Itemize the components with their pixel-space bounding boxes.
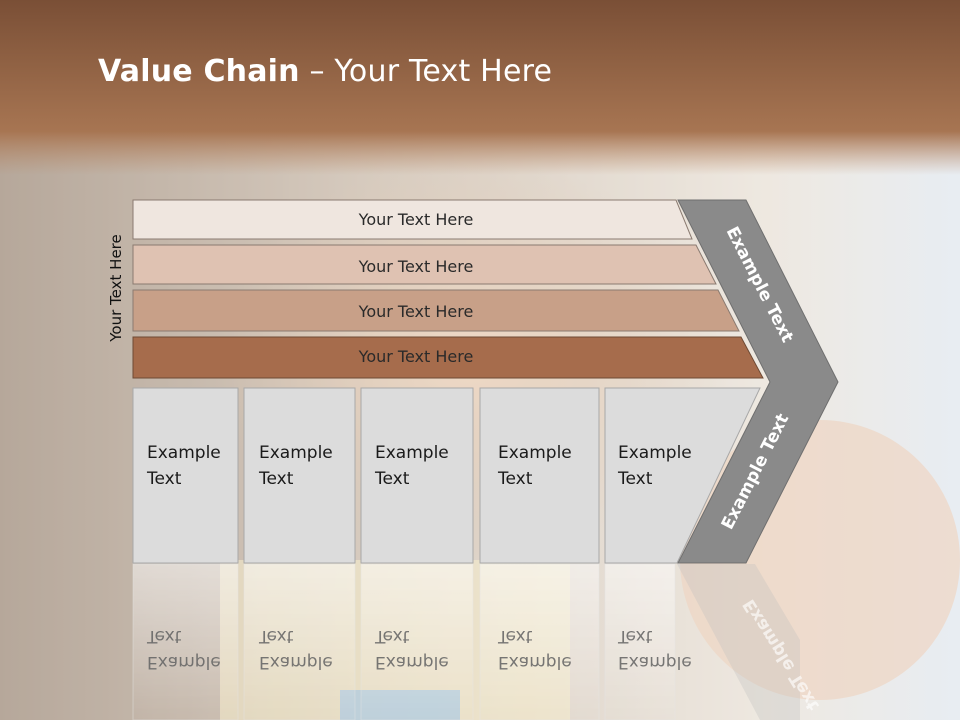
row-3-label: Your Text Here [358,302,474,321]
row-3: Your Text Here [132,289,740,332]
activity-box-5: Example Text [604,387,761,564]
refl-text-1b: Text [146,626,182,646]
row-4-label: Your Text Here [358,347,474,366]
box-4-line2: Text [497,469,533,489]
box-5-line2: Text [617,469,653,489]
row-2: Your Text Here [132,244,717,285]
refl-text-5b: Text [617,626,653,646]
box-4-line1: Example [498,443,572,463]
row-4: Your Text Here [132,336,764,379]
refl-text-4a: Example [498,652,572,672]
row-1: Your Text Here [132,199,693,240]
refl-text-3b: Text [374,626,410,646]
row-1-label: Your Text Here [358,210,474,229]
refl-text-4b: Text [497,626,533,646]
box-1-line1: Example [147,443,221,463]
box-3-line2: Text [374,469,410,489]
activity-box-3: Example Text [360,387,474,564]
title-rest: – Your Text Here [299,54,553,89]
reflection: Example Text Example Text Example Text E… [132,563,824,720]
refl-text-2b: Text [258,626,294,646]
refl-text-5a: Example [618,652,692,672]
refl-text-3a: Example [375,652,449,672]
row-2-label: Your Text Here [358,257,474,276]
box-3-line1: Example [375,443,449,463]
box-2-line1: Example [259,443,333,463]
box-5-line1: Example [618,443,692,463]
refl-text-1a: Example [147,652,221,672]
box-2-line2: Text [258,469,294,489]
refl-text-2a: Example [259,652,333,672]
box-1-line2: Text [146,469,182,489]
activity-box-1: Example Text [132,387,239,564]
activity-box-4: Example Text [479,387,600,564]
slide-title: Value Chain – Your Text Here [98,54,552,89]
activity-box-2: Example Text [243,387,356,564]
title-bold: Value Chain [98,54,300,89]
